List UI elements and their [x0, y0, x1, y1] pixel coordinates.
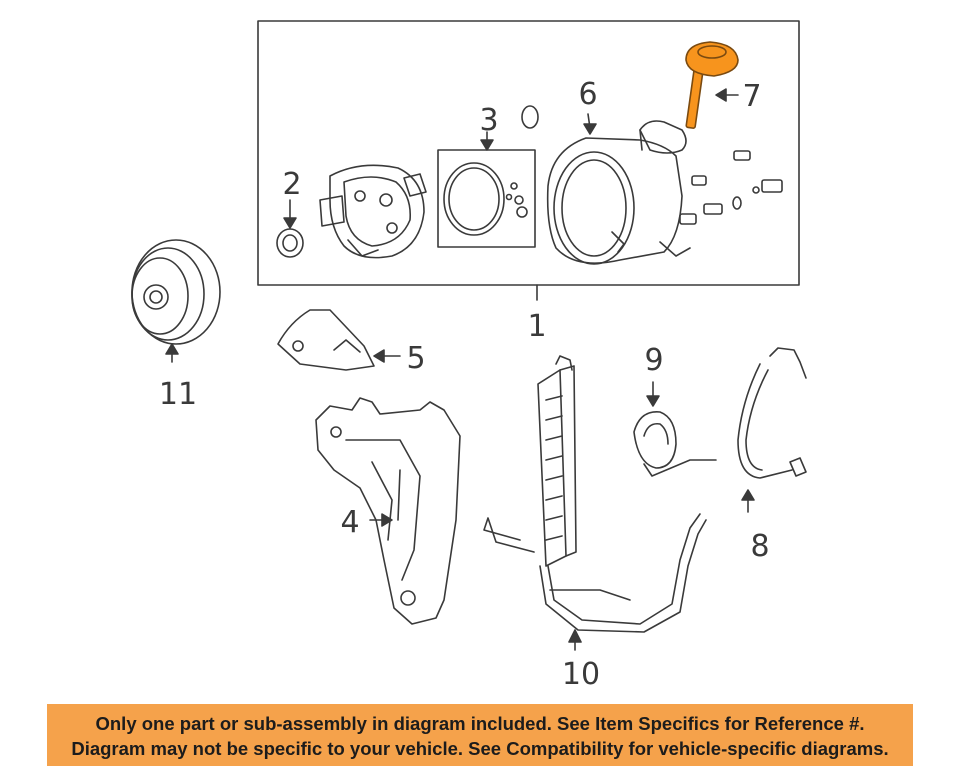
disclaimer-banner: Only one part or sub-assembly in diagram… [47, 704, 913, 766]
disclaimer-line-1: Only one part or sub-assembly in diagram… [95, 713, 865, 734]
part-7-reservoir-cap [685, 41, 739, 129]
part-11-pulley [131, 239, 221, 363]
callout-6: 6 [578, 77, 597, 112]
part-10-cooler-lines [483, 355, 707, 651]
pump-body [319, 164, 427, 259]
hose-fittings [679, 150, 783, 225]
callout-4: 4 [340, 505, 359, 540]
part-4-mounting-bracket [315, 397, 461, 625]
part-9-return-hose [633, 381, 717, 477]
callout-8: 8 [750, 529, 769, 564]
small-o-ring [521, 105, 539, 129]
callout-5: 5 [406, 341, 425, 376]
power-steering-exploded-diagram: 1 2 3 4 5 6 7 8 9 10 11 [131, 20, 807, 692]
disclaimer-line-2: Diagram may not be specific to your vehi… [71, 738, 889, 759]
part-8-pressure-hose [737, 347, 807, 513]
callout-10: 10 [562, 657, 600, 692]
part-6-reservoir [546, 113, 691, 265]
part-3-gasket-kit [437, 131, 536, 248]
callout-9: 9 [644, 343, 663, 378]
part-2-seal [276, 199, 304, 258]
callout-7: 7 [742, 79, 761, 114]
part-5-bracket [277, 309, 401, 371]
callout-1: 1 [527, 309, 546, 344]
callout-11: 11 [159, 377, 197, 412]
pump-assembly-frame [257, 20, 800, 286]
callout-3: 3 [479, 103, 498, 138]
callout-2: 2 [282, 167, 301, 202]
